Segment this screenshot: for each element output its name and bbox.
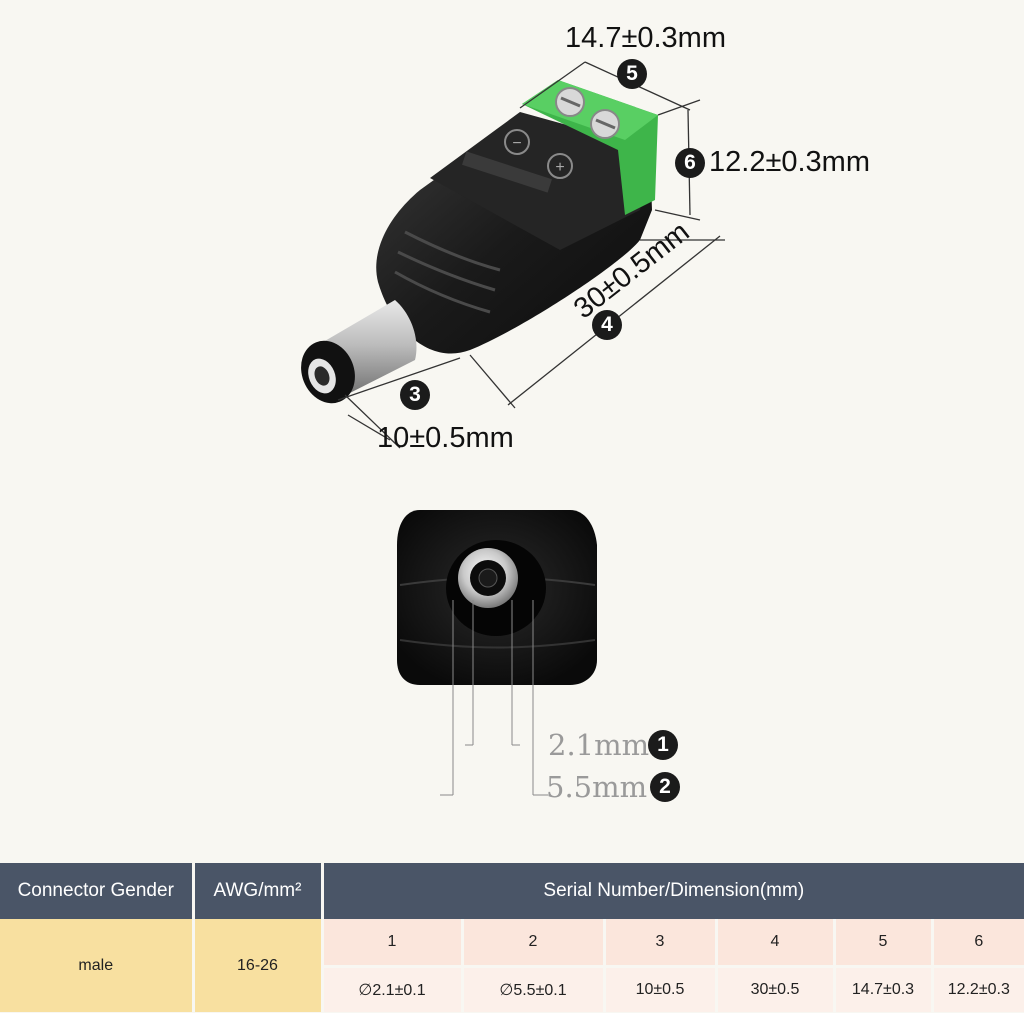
serial-number: 4 bbox=[716, 919, 836, 968]
badge-2: 2 bbox=[650, 772, 680, 802]
badge-6: 6 bbox=[675, 148, 705, 178]
dimension-label-1: 2.1mm bbox=[548, 728, 650, 762]
table-row: male 16-26 1 2 3 4 5 6 bbox=[0, 919, 1024, 1012]
serial-number: 6 bbox=[932, 919, 1024, 968]
connector-front-view bbox=[397, 510, 597, 796]
serial-number: 1 bbox=[322, 919, 464, 968]
header-serial-dimension: Serial Number/Dimension(mm) bbox=[322, 863, 1024, 919]
serial-number: 2 bbox=[462, 919, 606, 968]
dimension-value: ∅2.1±0.1 bbox=[322, 966, 464, 1012]
minus-symbol: − bbox=[512, 135, 521, 152]
badge-1: 1 bbox=[648, 730, 678, 760]
dimension-value: ∅5.5±0.1 bbox=[462, 966, 606, 1012]
dimension-label-3: 10±0.5mm bbox=[377, 422, 514, 454]
table-row: ∅2.1±0.1 ∅5.5±0.1 10±0.5 30±0.5 14.7±0.3… bbox=[0, 966, 1024, 1012]
serial-number: 5 bbox=[834, 919, 934, 968]
dimension-value: 12.2±0.3 bbox=[932, 966, 1024, 1012]
dimension-value: 30±0.5 bbox=[716, 966, 836, 1012]
awg-value: 16-26 bbox=[193, 919, 324, 1012]
dimension-value: 10±0.5 bbox=[604, 966, 718, 1012]
plus-symbol: + bbox=[555, 159, 564, 176]
dimension-value: 14.7±0.3 bbox=[834, 966, 934, 1012]
badge-5: 5 bbox=[617, 59, 647, 89]
spec-table: Connector Gender AWG/mm² Serial Number/D… bbox=[0, 863, 1024, 1012]
male-connector-side-view: − + bbox=[301, 80, 658, 404]
dimension-label-2: 5.5mm bbox=[546, 770, 648, 804]
badge-3: 3 bbox=[400, 380, 430, 410]
badge-4: 4 bbox=[592, 310, 622, 340]
dimension-label-6: 12.2±0.3mm bbox=[709, 146, 870, 178]
table-header-row: Connector Gender AWG/mm² Serial Number/D… bbox=[0, 863, 1024, 919]
gender-value: male bbox=[0, 919, 195, 1012]
connector-illustration: − + bbox=[301, 61, 725, 796]
dimension-label-5: 14.7±0.3mm bbox=[565, 22, 726, 54]
header-connector-gender: Connector Gender bbox=[0, 863, 195, 919]
header-awg: AWG/mm² bbox=[193, 863, 324, 919]
serial-number: 3 bbox=[604, 919, 718, 968]
